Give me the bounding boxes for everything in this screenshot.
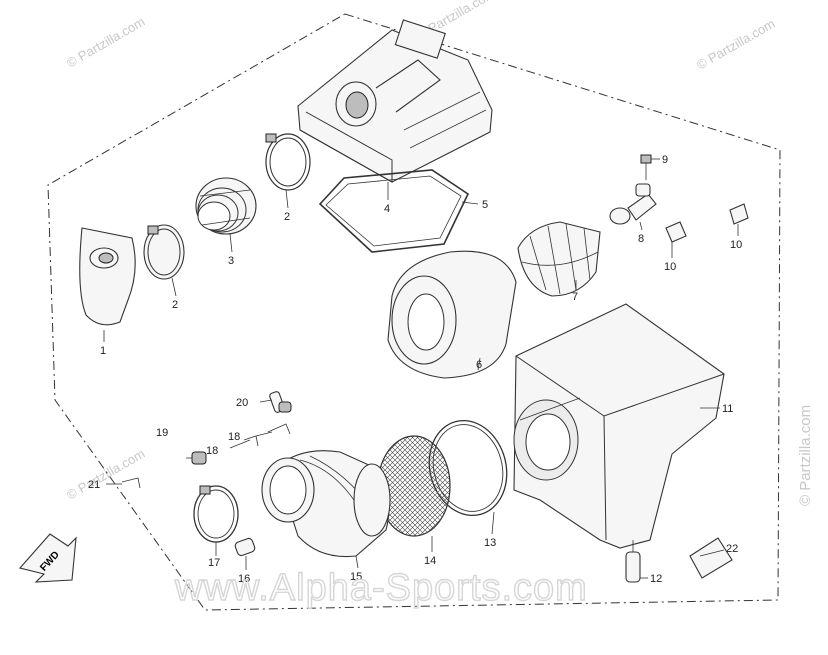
callout-2-left: 2 <box>172 299 178 311</box>
part-17-small-clamp <box>193 485 239 543</box>
callout-19: 19 <box>156 427 168 439</box>
part-1-intake-duct <box>79 227 136 326</box>
part-10-clip-a <box>665 221 687 243</box>
watermark-partzilla-vertical: © Partzilla.com <box>797 405 814 506</box>
fwd-direction-arrow: FWD <box>18 533 77 583</box>
assembly-boundary-frame <box>47 13 781 611</box>
part-15-carburetor-intake-hose <box>261 450 391 558</box>
callout-7: 7 <box>572 291 578 303</box>
callout-18-a: 18 <box>206 445 218 457</box>
callout-15: 15 <box>350 571 362 583</box>
callout-16: 16 <box>238 573 250 585</box>
part-9-bolt <box>640 154 652 180</box>
callout-10-b: 10 <box>730 239 742 251</box>
callout-8: 8 <box>638 233 644 245</box>
callout-12: 12 <box>650 573 662 585</box>
part-11-air-box-housing <box>513 303 725 549</box>
watermark-partzilla: © Partzilla.com <box>694 16 777 73</box>
callout-9: 9 <box>662 154 668 166</box>
callout-11: 11 <box>722 403 733 415</box>
callout-20: 20 <box>236 397 248 409</box>
part-21-decal <box>121 477 141 489</box>
part-2-hose-clamp-right <box>265 133 311 191</box>
callout-18-b: 18 <box>228 431 240 443</box>
callout-2-right: 2 <box>284 211 290 223</box>
part-2-hose-clamp-left <box>143 224 185 280</box>
part-3-connecting-boot <box>195 177 257 235</box>
watermark-partzilla: © Partzilla.com <box>64 446 147 503</box>
callout-17: 17 <box>208 557 220 569</box>
callout-22: 22 <box>726 543 738 555</box>
watermark-alpha-sports: www.Alpha-Sports.com <box>174 567 588 609</box>
callout-14: 14 <box>424 555 436 567</box>
callout-3: 3 <box>228 255 234 267</box>
part-19-grommet <box>191 451 207 465</box>
part-22-warning-label <box>689 537 733 579</box>
part-6-air-filter-element <box>387 250 517 379</box>
callout-1: 1 <box>100 345 106 357</box>
part-20-breather-fitting <box>269 391 292 413</box>
part-18-clip-b <box>267 423 291 435</box>
part-7-filter-cage <box>517 221 601 297</box>
part-16-hose-fitting <box>234 537 256 557</box>
leader-lines <box>103 158 739 579</box>
part-12-drain-plug <box>625 540 641 583</box>
watermark-partzilla: © Partzilla.com <box>64 14 147 71</box>
callout-13: 13 <box>484 537 496 549</box>
callout-4: 4 <box>384 203 390 215</box>
callout-labels: 1 2 2 3 4 5 6 7 8 9 10 10 11 12 13 14 15… <box>88 154 742 585</box>
part-5-cover-gasket <box>318 169 470 253</box>
part-4-air-box-cover <box>297 19 493 183</box>
callout-10-a: 10 <box>664 261 676 273</box>
callout-6: 6 <box>476 359 482 371</box>
callout-5: 5 <box>482 199 488 211</box>
part-10-clip-b <box>729 203 749 225</box>
part-18-clip-a <box>243 435 259 447</box>
callout-21: 21 <box>88 479 100 491</box>
part-8-wing-nut <box>609 183 657 225</box>
